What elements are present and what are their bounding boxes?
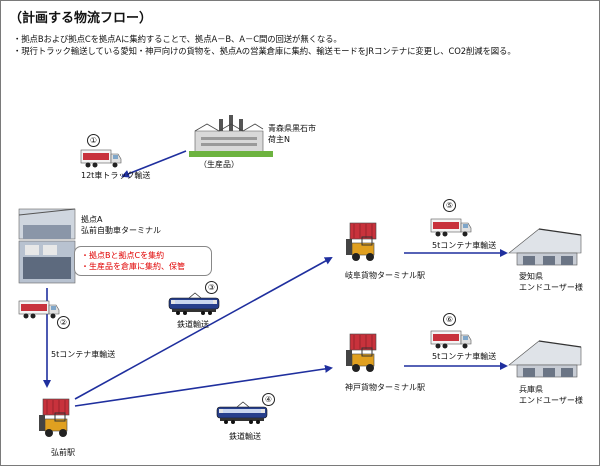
product-caption: （生産品） [199,160,239,169]
step-number: ② [57,316,70,329]
step-number: ⑤ [443,199,456,212]
destination-hyogo-user: エンドユーザー様 [519,396,583,405]
shipper-name: 荷主N [268,135,290,144]
step-number: ④ [262,393,275,406]
step-number: ⑥ [443,313,456,326]
step-label: 5tコンテナ車輸送 [432,352,497,361]
container-truck-icon [430,330,472,349]
locomotive-icon [216,401,268,425]
consolidation-callout: ・拠点Bと拠点Cを集約 ・生産品を倉庫に集約、保管 [74,246,212,276]
step-number: ③ [205,281,218,294]
container-truck-icon [18,300,60,319]
step-label: 5tコンテナ車輸送 [51,350,116,359]
destination-aichi: 愛知県 [519,272,543,281]
station-kobe: 神戸貨物ターミナル駅 [345,383,425,392]
station-hirosaki: 弘前駅 [51,448,75,457]
arrow-factory-to-hub [121,150,187,178]
locomotive-icon [168,292,220,316]
forklift-icon [345,222,377,262]
hub-a-name: 拠点A [81,215,103,224]
page-title: （計画する物流フロー） [9,11,153,26]
container-truck-icon [430,218,472,237]
arrow-hirosaki-to-kobe [74,364,333,407]
forklift-icon [38,398,70,438]
step-number: ① [87,134,100,147]
truck-12t-icon [80,149,122,168]
step-label: 12t車トラック輸送 [81,171,151,180]
callout-line-2: ・生産品を倉庫に集約、保管 [81,262,185,271]
station-gifu: 岐阜貨物ターミナル駅 [345,271,425,280]
hub-a-terminal-icon [18,208,76,284]
destination-hyogo: 兵庫県 [519,385,543,394]
destination-aichi-user: エンドユーザー様 [519,283,583,292]
hub-a-terminal: 弘前自動車ターミナル [81,226,161,235]
step-label: 鉄道輸送 [229,432,261,441]
factory-icon [189,115,273,157]
shipper-location: 青森県黒石市 [268,124,316,133]
bullet-2: ・現行トラック輸送している愛知・神戸向けの貨物を、拠点Aの営業倉庫に集約、輸送モ… [13,46,516,56]
warehouse-icon [508,228,582,266]
bullet-1: ・拠点Bおよび拠点Cを拠点Aに集約することで、拠点A－B、A－C間の回送が無くな… [13,34,342,44]
forklift-icon [345,333,377,373]
step-label: 鉄道輸送 [177,320,209,329]
step-label: 5tコンテナ車輸送 [432,241,497,250]
callout-line-1: ・拠点Bと拠点Cを集約 [81,251,165,260]
warehouse-icon [508,340,582,378]
arrow-hirosaki-to-gifu [74,257,333,400]
